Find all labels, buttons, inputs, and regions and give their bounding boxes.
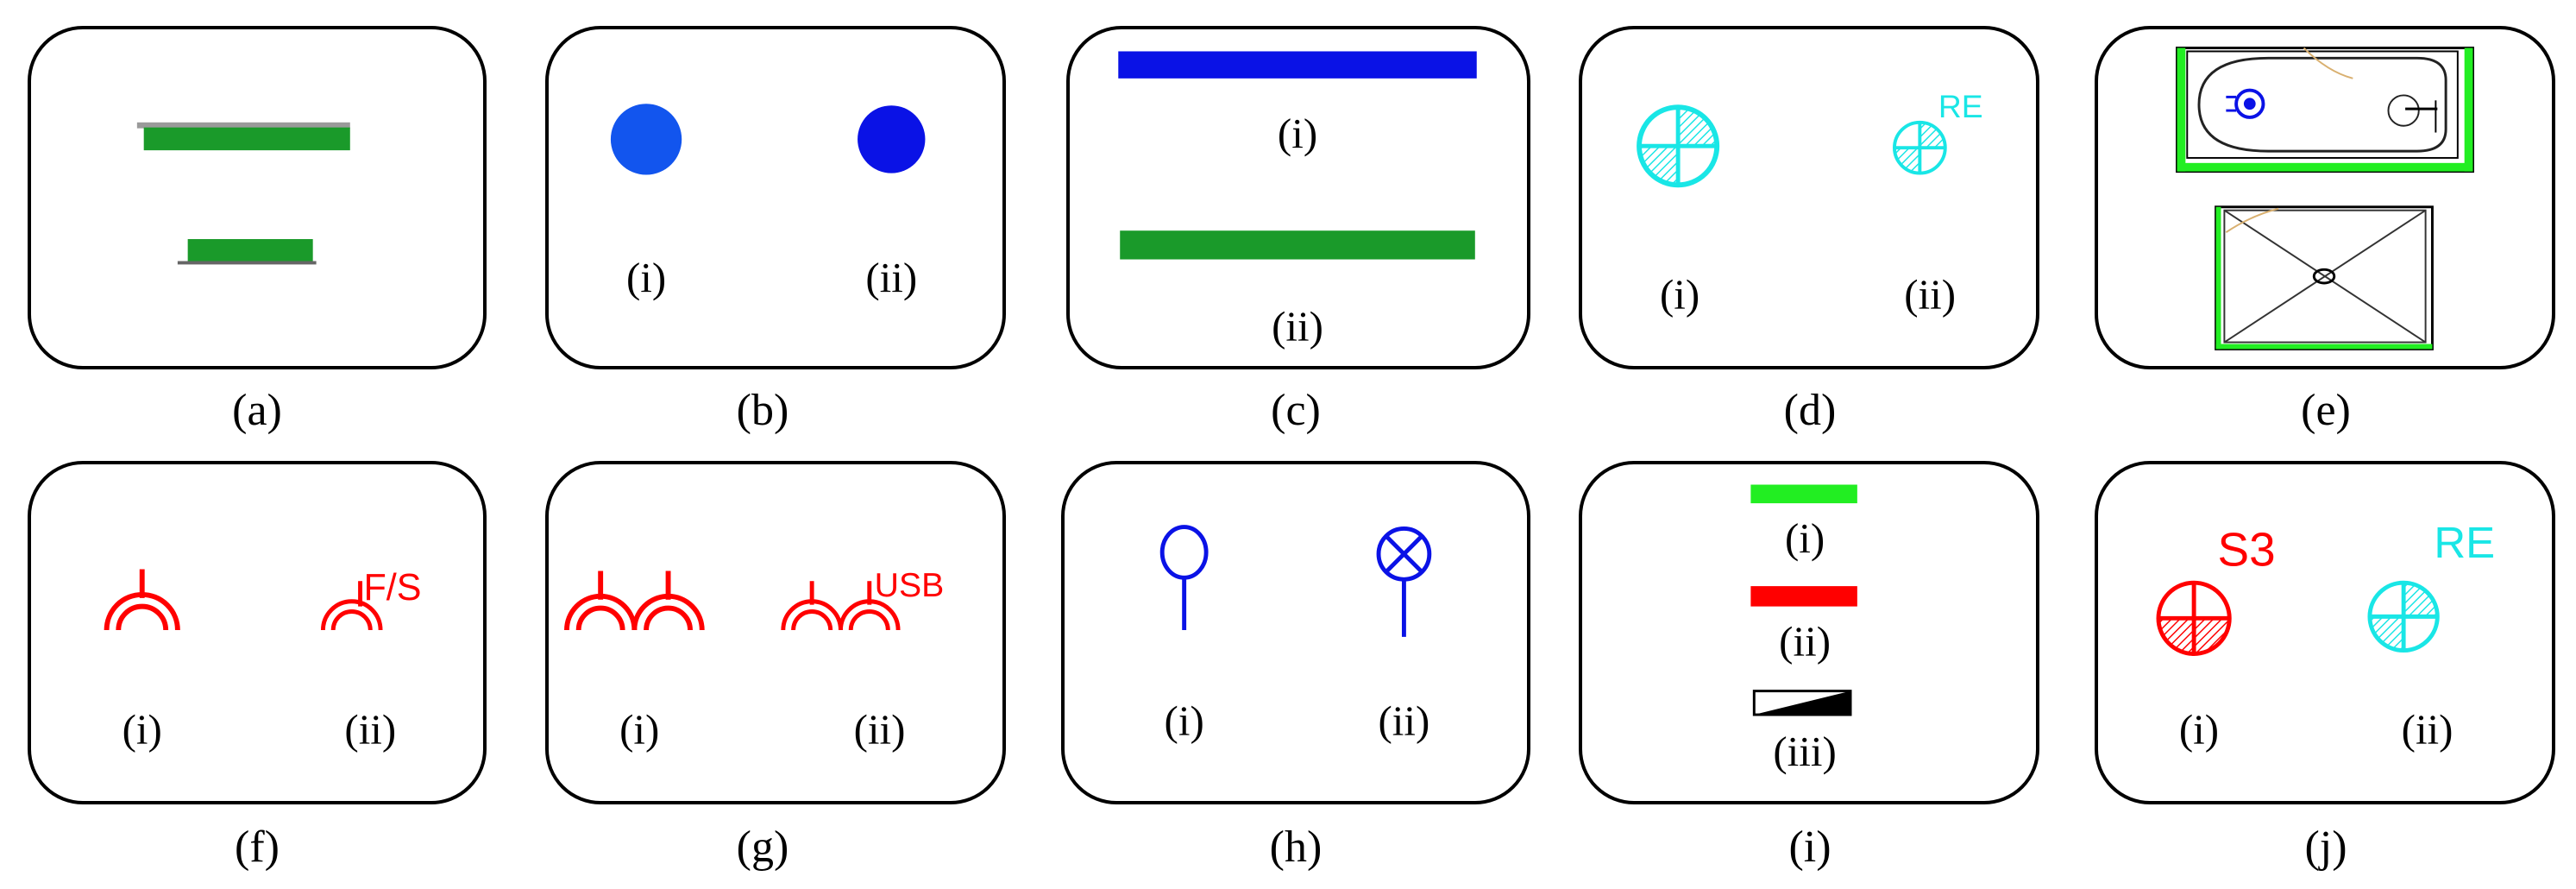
panel-c: (i) (ii) [1066,26,1530,369]
label-b-ii: (ii) [865,254,917,301]
wall-shelf-short [187,239,313,263]
wall-shelf-long-bar [136,122,350,129]
label-d-i: (i) [1660,270,1700,318]
smoke-detector-icon-small [1893,120,1947,175]
smoke-detector-icon-large [1637,104,1720,188]
pendant-light-icon [1159,525,1209,631]
label-i-i: (i) [1785,514,1825,562]
bathtub-plan-icon [2176,47,2474,173]
caption-a: (a) [232,386,282,435]
caption-j: (j) [2304,823,2347,872]
panel-a [28,26,487,369]
label-d-ii: (ii) [1904,270,1956,318]
caption-e: (e) [2301,386,2351,435]
smoke-detector-re-icon [2367,580,2440,653]
double-socket-icon [564,571,705,631]
caption-d: (d) [1783,386,1837,435]
label-c-ii: (ii) [1272,303,1323,350]
downlight-icon-light [610,104,682,175]
panel-f-graphic: F/S (i) (ii) [104,567,422,753]
panel-a-graphic [136,122,350,265]
shower-tray-plan-icon [2215,205,2434,350]
panel-d: RE (i) (ii) [1579,26,2039,369]
panel-i: (i) (ii) (iii) [1579,461,2039,804]
label-f-i: (i) [123,705,162,753]
panel-b-graphic: (i) (ii) [610,104,926,301]
fused-spur-icon [320,581,383,631]
label-h-i: (i) [1165,697,1204,745]
bar-red [1750,586,1857,607]
caption-g: (g) [736,823,789,872]
label-c-i: (i) [1278,110,1317,157]
wedge-bar-icon [1752,690,1852,716]
panel-g: USB (i) (ii) [545,461,1006,804]
panel-b: (i) (ii) [545,26,1006,369]
label-g-ii: (ii) [854,705,906,753]
label-b-i: (i) [626,254,666,301]
smoke-detector-s3-icon [2156,580,2232,656]
label-f-ii: (ii) [344,705,396,753]
tag-usb: USB [875,567,945,604]
caption-i: (i) [1788,823,1831,872]
panel-e-graphic [2176,47,2474,350]
label-j-i: (i) [2179,705,2219,753]
ceiling-light-icon [1376,526,1432,637]
panel-j-graphic: S3 RE (i) (ii) [2156,518,2495,753]
tag-re-j: RE [2434,518,2495,567]
bar-bright-green [1750,484,1857,504]
wall-shelf-short-bar [177,261,317,265]
strip-light-blue [1118,51,1477,79]
panel-h: (i) (ii) [1061,461,1530,804]
label-g-i: (i) [619,705,659,753]
panel-e [2095,26,2555,369]
tag-fs: F/S [363,567,421,608]
wall-shelf-long [143,127,350,151]
downlight-icon-dark [858,105,926,173]
tag-s3: S3 [2218,523,2276,577]
panel-g-graphic: USB (i) (ii) [564,567,945,753]
panel-c-graphic: (i) (ii) [1118,51,1477,350]
label-i-iii: (iii) [1773,728,1836,775]
double-socket-usb-icon [781,581,901,631]
caption-f: (f) [235,823,280,872]
socket-icon [104,569,180,631]
panel-d-graphic: RE (i) (ii) [1637,88,1983,318]
panel-j: S3 RE (i) (ii) [2095,461,2555,804]
caption-c: (c) [1271,386,1321,435]
label-j-ii: (ii) [2402,705,2453,753]
label-i-ii: (ii) [1779,617,1831,665]
panel-h-graphic: (i) (ii) [1159,525,1432,745]
strip-light-green [1120,230,1475,260]
tag-re-d: RE [1938,88,1983,124]
caption-h: (h) [1269,823,1323,872]
label-h-ii: (ii) [1379,697,1430,745]
panel-i-graphic: (i) (ii) (iii) [1750,484,1857,775]
panel-f: F/S (i) (ii) [28,461,487,804]
caption-b: (b) [736,386,789,435]
